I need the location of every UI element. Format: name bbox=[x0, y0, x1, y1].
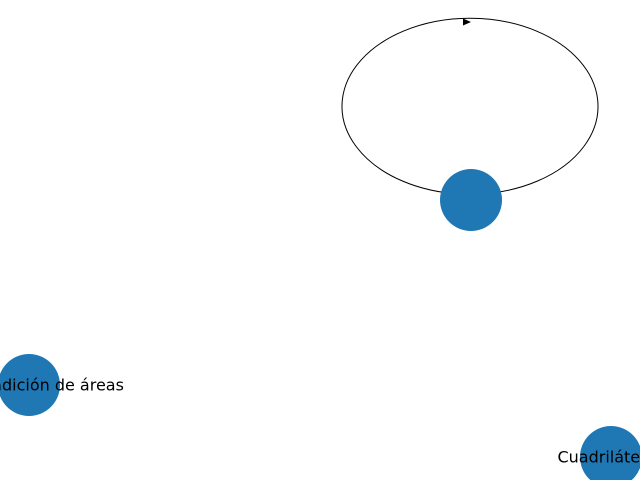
node-n3-circle bbox=[580, 426, 640, 480]
self-loop-path bbox=[341, 17, 599, 195]
node-n2[interactable]: Ley de adición de áreas bbox=[0, 354, 124, 416]
node-n1[interactable] bbox=[440, 169, 502, 231]
edge-n1-self-loop bbox=[341, 17, 599, 195]
node-n3[interactable]: Cuadriláteros bbox=[557, 426, 640, 480]
node-n2-circle bbox=[0, 354, 60, 416]
node-n1-circle bbox=[440, 169, 502, 231]
node-n3-label: Cuadriláteros bbox=[557, 448, 640, 467]
edge-arrowhead-icon bbox=[463, 18, 471, 26]
node-n2-label: Ley de adición de áreas bbox=[0, 376, 124, 395]
